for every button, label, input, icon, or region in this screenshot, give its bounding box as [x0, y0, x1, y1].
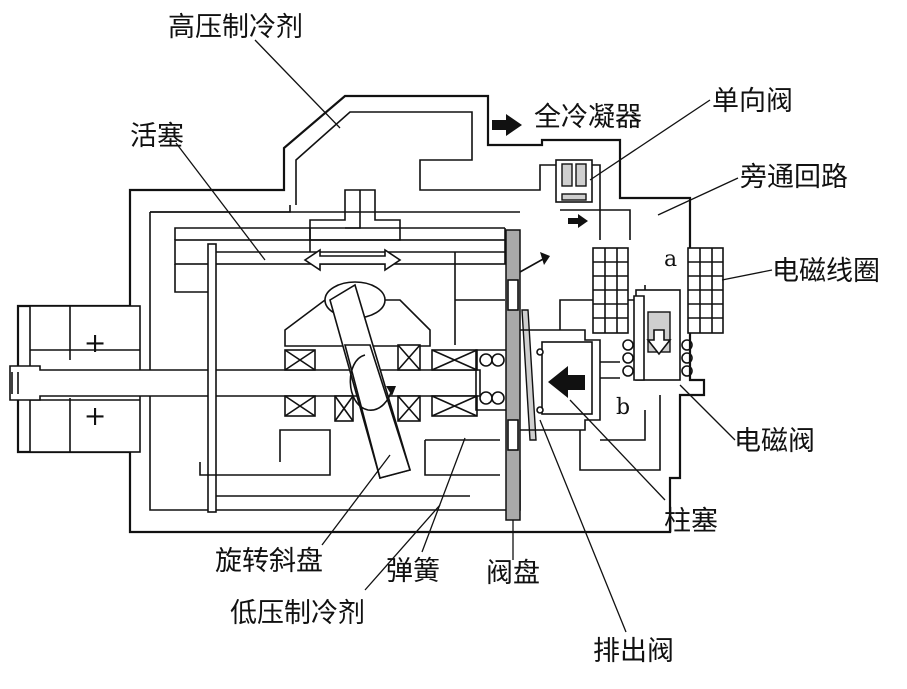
piston-body	[216, 190, 505, 497]
piston-rod-left	[207, 243, 217, 513]
plunger-dot-bottom	[536, 406, 544, 414]
condenser-arrow	[492, 114, 522, 136]
plunger-arrow	[548, 366, 585, 398]
valve-plate-slot-b	[507, 419, 519, 451]
label-swash-plate: 旋转斜盘	[215, 546, 323, 577]
label-to-condenser: 全冷凝器	[534, 102, 642, 133]
valve-flow-arrow	[519, 257, 546, 273]
drive-shaft-tip	[11, 372, 19, 394]
label-valve-plate: 阀盘	[486, 558, 540, 589]
label-point-a: a	[664, 247, 677, 272]
solenoid-arrow	[646, 329, 672, 356]
plunger-dot-top	[536, 348, 544, 356]
shaft-seal-lines	[30, 306, 140, 452]
label-plunger: 柱塞	[664, 506, 718, 537]
drive-shaft	[9, 365, 481, 401]
rotation-arrowhead	[386, 386, 396, 396]
rotation-arrow	[349, 354, 393, 411]
solenoid-small-coils	[622, 339, 693, 377]
label-solenoid-valve: 电磁阀	[734, 426, 815, 457]
cylinder-lower-block	[454, 252, 505, 345]
label-low-pressure-refrigerant: 低压制冷剂	[230, 598, 365, 629]
coil-right	[687, 247, 724, 334]
plunger-housing	[520, 329, 601, 431]
valve-plate	[505, 229, 521, 521]
cylinder-outline	[174, 227, 506, 293]
label-point-b: b	[616, 395, 630, 420]
plus-icon-top: +	[84, 328, 107, 359]
check-valve	[555, 159, 593, 203]
discharge-reed	[521, 309, 537, 441]
label-check-valve: 单向阀	[712, 86, 793, 117]
label-discharge-valve: 排出阀	[593, 636, 674, 667]
leader-lines	[175, 39, 773, 633]
low-pressure-passage	[199, 429, 500, 476]
solenoid-side	[633, 295, 645, 381]
plus-icon-bottom: +	[84, 401, 107, 432]
piston-top-block	[309, 189, 401, 241]
swash-plate-lower	[343, 344, 412, 479]
label-piston: 活塞	[130, 121, 184, 152]
label-electromagnetic-coil: 电磁线圈	[772, 256, 880, 287]
piston-arrow	[303, 248, 402, 272]
label-spring: 弹簧	[386, 556, 440, 587]
valve-plate-slot-a	[507, 279, 519, 311]
label-high-pressure-refrigerant: 高压制冷剂	[168, 12, 303, 43]
valve-flow-arrowhead	[540, 252, 550, 265]
internal-flow-arrow	[568, 214, 588, 228]
coil-left	[592, 247, 629, 334]
label-bypass-circuit: 旁通回路	[740, 162, 848, 193]
bearings	[284, 344, 478, 422]
